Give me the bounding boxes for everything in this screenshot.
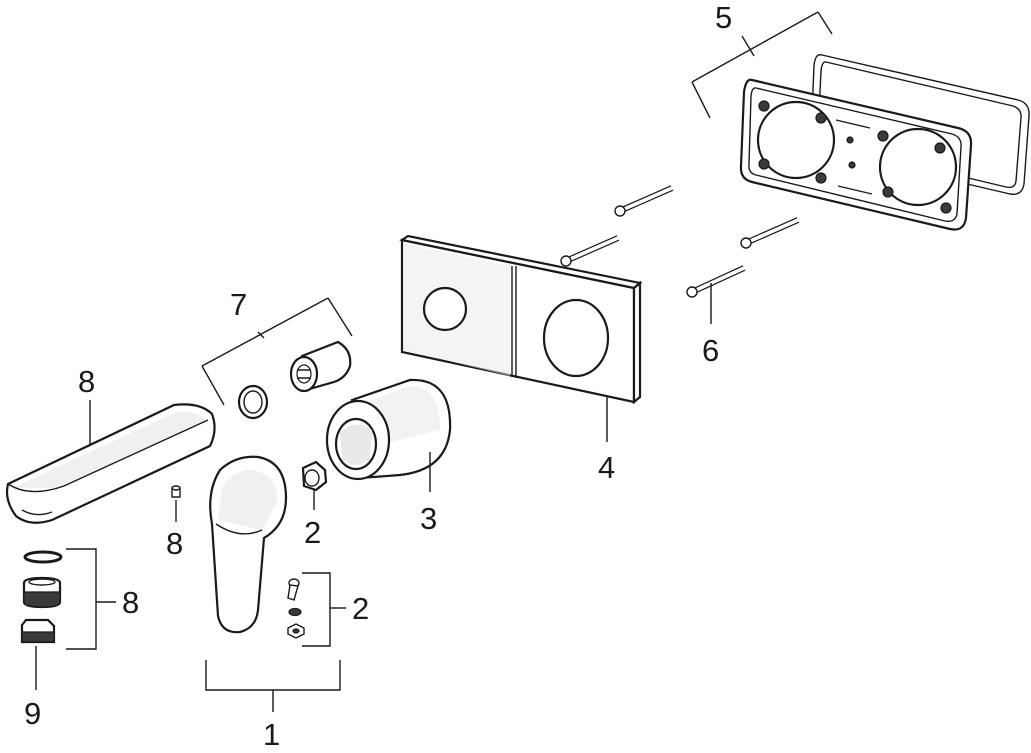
screw-3 <box>740 217 800 249</box>
aerator-key <box>20 618 56 644</box>
callout-6: 6 <box>702 333 719 368</box>
callout-labels: 5 6 4 3 7 8 2 8 8 2 9 1 <box>24 0 732 752</box>
screw-4 <box>686 265 746 298</box>
cover-plate <box>399 234 643 405</box>
callout-8-aerator: 8 <box>122 585 139 620</box>
mounting-frame <box>739 54 1030 231</box>
callout-4: 4 <box>598 450 615 485</box>
sleeve <box>325 378 452 481</box>
screw-1 <box>614 185 674 217</box>
cartridge-set <box>237 340 352 420</box>
screw-set <box>287 578 305 639</box>
callout-1: 1 <box>263 717 280 748</box>
callout-8-grub: 8 <box>166 526 183 561</box>
screws <box>560 185 800 298</box>
grub-screw <box>171 485 181 498</box>
small-insert <box>301 460 328 492</box>
aerator-set <box>20 550 63 644</box>
callout-2-set: 2 <box>352 591 369 626</box>
cartridge <box>289 340 352 393</box>
leader-lines <box>35 11 833 712</box>
handle <box>209 455 288 634</box>
callout-9: 9 <box>24 696 41 731</box>
o-ring <box>237 384 269 420</box>
callout-3: 3 <box>420 501 437 536</box>
aerator-seal <box>23 550 63 564</box>
callout-2-insert: 2 <box>304 515 321 550</box>
callout-5: 5 <box>715 0 732 35</box>
screw-2 <box>560 235 620 267</box>
small-nut <box>287 623 305 639</box>
callout-8-spout: 8 <box>78 364 95 399</box>
callout-7: 7 <box>230 287 247 322</box>
spout <box>5 403 216 524</box>
aerator <box>22 576 62 609</box>
small-washer <box>288 607 302 617</box>
small-screw <box>287 578 300 601</box>
